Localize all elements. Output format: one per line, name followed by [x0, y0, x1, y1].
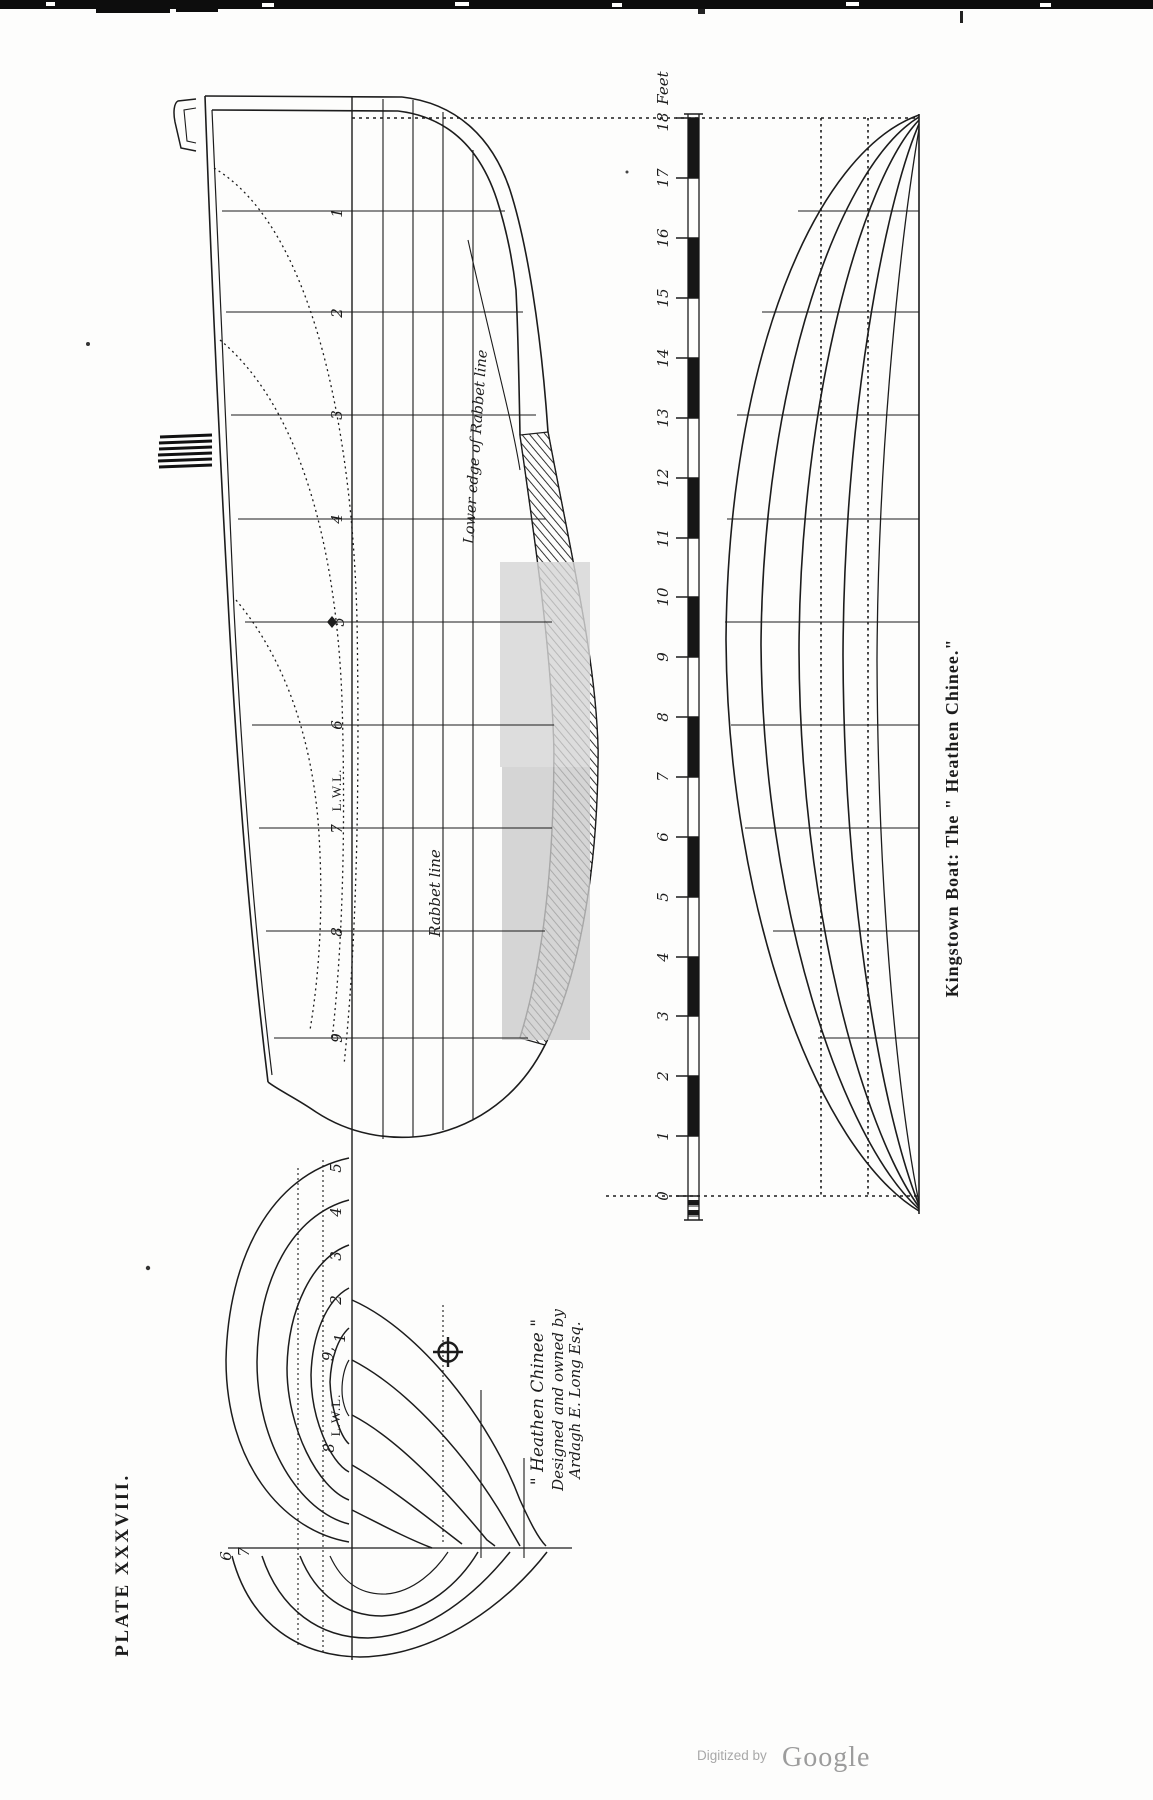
scale-tick-label: 4: [654, 952, 672, 963]
station-number: 5: [330, 617, 348, 627]
scale-tick-label: 5: [654, 892, 672, 902]
scale-tick-label: 8: [654, 712, 672, 722]
section-number: 1: [331, 1333, 349, 1343]
chainplate-block: [157, 433, 213, 469]
plate-label: PLATE XXXVIII.: [112, 1473, 133, 1657]
scale-bar: [352, 113, 919, 1221]
watermark-prefix: Digitized by: [697, 1748, 767, 1763]
lower-rabbet-label: Lower edge of Rabbet line: [461, 349, 491, 545]
scale-tick-label: 1: [654, 1131, 672, 1141]
scale-tick-label: 18: [654, 112, 672, 131]
scale-tick-label: 11: [654, 528, 672, 547]
scale-tick-label: 7: [654, 772, 672, 782]
scale-numbers: Feet 18 17 16 15 14 13 12 11 10 9 8 7 6 …: [654, 70, 672, 1200]
section-number: 8: [320, 1443, 338, 1453]
drawing-caption: Kingstown Boat: The " Heathen Chinee.": [942, 639, 962, 998]
section-number: 4: [327, 1207, 345, 1218]
watermark: Digitized by Google: [697, 1742, 870, 1773]
body-plan-labels: 5 4 3 2 1 9, L.W.L. 8 6 7: [217, 1163, 349, 1561]
section-number: 6: [217, 1551, 235, 1561]
scale-tick-label: 3: [654, 1011, 672, 1021]
station-number: 2: [328, 308, 346, 319]
inscription-line: " Heathen Chinee ": [528, 1319, 548, 1485]
station-number: 6: [328, 720, 346, 730]
section-number: 2: [327, 1295, 345, 1306]
scale-tick-label: 17: [654, 168, 672, 188]
designer-inscription: " Heathen Chinee " Designed and owned by…: [528, 1309, 584, 1492]
station-number: 9: [328, 1033, 346, 1043]
rudder-head: [173, 98, 197, 152]
inscription-line: Ardagh E. Long Esq.: [566, 1321, 584, 1480]
body-lwl-label: L.W.L.: [328, 1394, 343, 1437]
scale-tick-label: 14: [654, 348, 672, 367]
inscription-line: Designed and owned by: [549, 1309, 567, 1492]
section-number: 7: [235, 1547, 253, 1557]
scale-tick-label: 2: [654, 1071, 672, 1082]
half-breadth-plan: [725, 114, 920, 1214]
scale-unit-label: Feet: [654, 70, 672, 105]
rabbet-line-label: Rabbet line: [426, 849, 444, 938]
scan-grey-patch: [500, 562, 590, 767]
scan-artifact-top-strip: [0, 0, 1153, 1271]
section-number: 5: [327, 1163, 345, 1173]
scale-tick-label: 13: [654, 408, 672, 427]
scale-tick-label: 15: [654, 288, 672, 307]
station-number: 1: [328, 208, 346, 218]
circled-cross-mark: [433, 1337, 463, 1367]
scale-tick-label: 16: [654, 228, 672, 248]
profile-plan: [157, 95, 599, 1660]
station-number: 3: [328, 410, 346, 420]
scale-tick-label: 12: [654, 468, 672, 487]
scale-tick-label: 0: [654, 1191, 672, 1201]
scale-tick-label: 10: [654, 587, 672, 607]
section-number: 9,: [319, 1347, 337, 1361]
lwl-label: L.W.L.: [329, 769, 344, 812]
captions: PLATE XXXVIII. Kingstown Boat: The " Hea…: [112, 639, 962, 1657]
scale-tick-label: 6: [654, 832, 672, 842]
station-number: 4: [328, 514, 346, 525]
scale-tick-label: 9: [654, 652, 672, 662]
google-logo: Google: [782, 1742, 870, 1773]
body-plan: [225, 1157, 572, 1658]
station-number: 7: [328, 824, 346, 834]
midship-diamond-mark: [327, 616, 337, 628]
station-number: 8: [328, 927, 346, 937]
section-number: 3: [327, 1251, 345, 1261]
